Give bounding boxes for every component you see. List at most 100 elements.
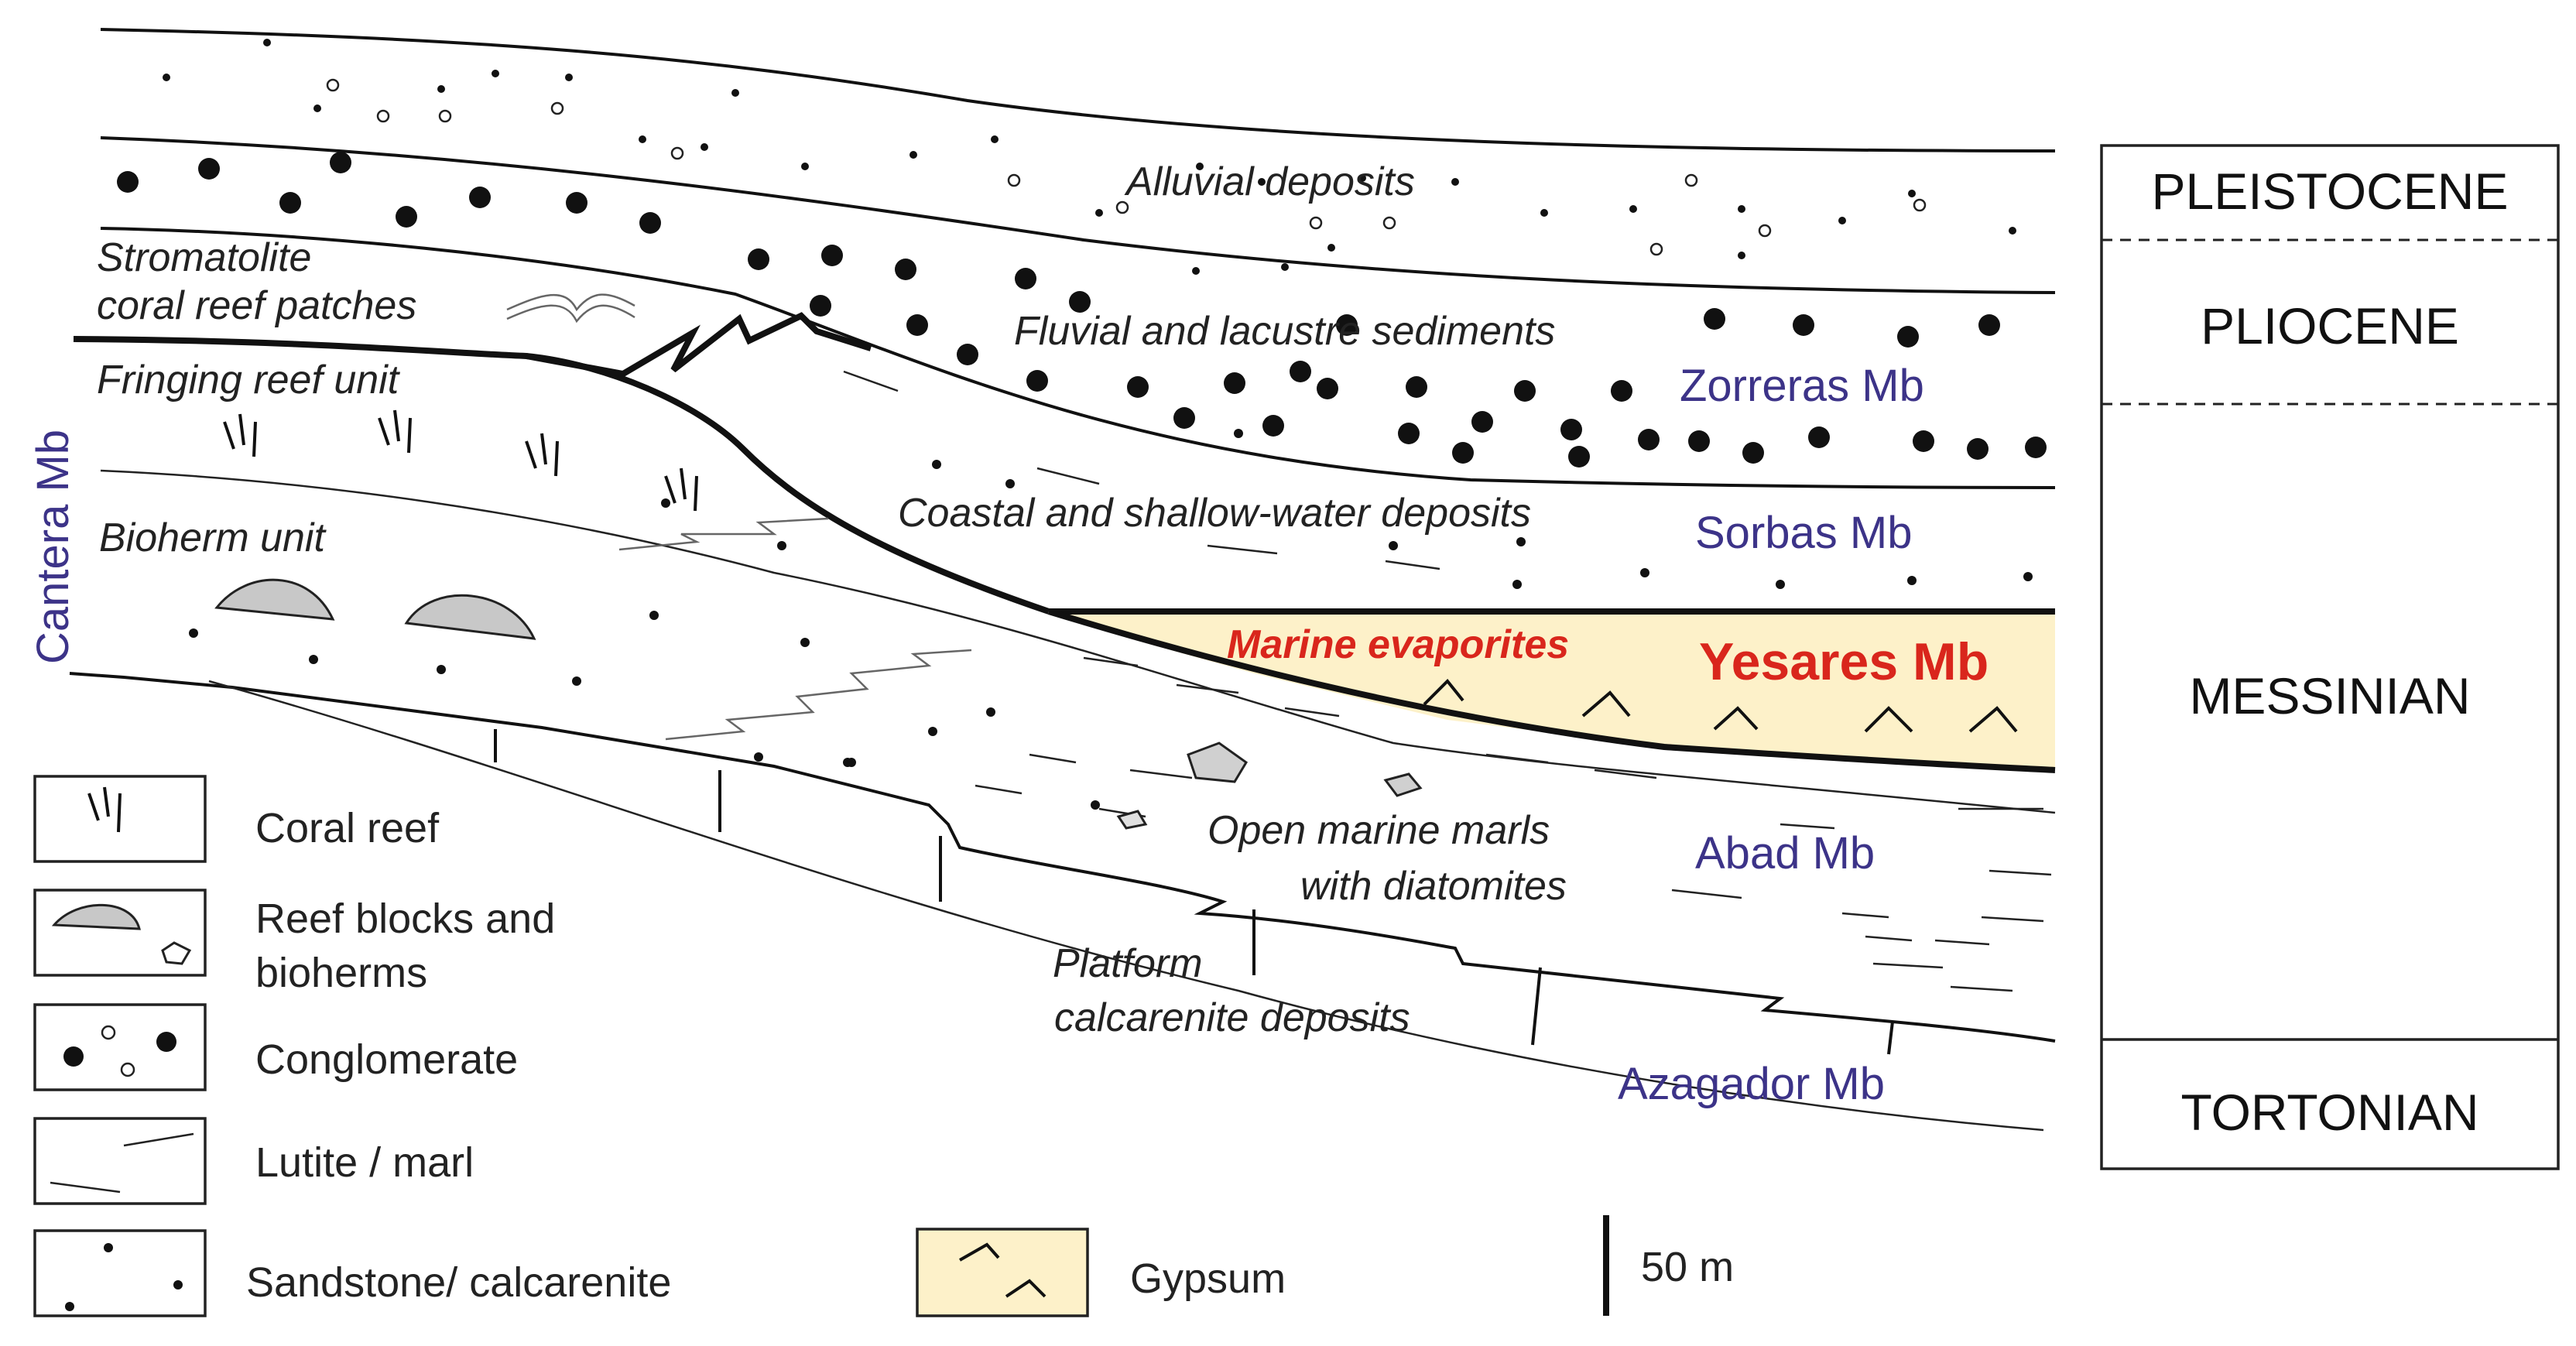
- sediment-dot: [909, 151, 917, 159]
- sediment-dot: [437, 665, 446, 674]
- stratigraphic-boundaries: [69, 28, 2056, 1132]
- legend-lutite-marl-label: Lutite / marl: [255, 1139, 474, 1186]
- coastal-shallow-water-label: Coastal and shallow-water deposits: [898, 491, 1531, 536]
- calcarenite-deposits-label: calcarenite deposits: [1054, 995, 1410, 1040]
- sediment-dot: [1389, 541, 1398, 550]
- sediment-dot: [1638, 429, 1660, 450]
- sediment-dot: [1967, 438, 1989, 460]
- onlap-zigzag-lower: [665, 649, 972, 741]
- pebble-dot: [1913, 198, 1927, 212]
- sediment-dot: [991, 135, 999, 143]
- sediment-dot: [313, 104, 321, 112]
- coral-reef-symbols: [223, 409, 698, 512]
- sediment-dot: [1897, 326, 1919, 348]
- pebble-dot: [1684, 173, 1698, 187]
- abad-member-label: Abad Mb: [1695, 828, 1875, 878]
- stage-tortonian: TORTONIAN: [2180, 1084, 2478, 1141]
- legend-gypsum-label: Gypsum: [1130, 1255, 1286, 1302]
- sediment-dot: [1234, 429, 1243, 438]
- sediment-dot: [1738, 252, 1745, 259]
- gypsum-icon: [916, 1228, 1089, 1317]
- azagador-member-label: Azagador Mb: [1618, 1059, 1885, 1109]
- stromatolite-patch-a: [506, 293, 635, 312]
- coral-reef-patches-label: coral reef patches: [97, 283, 416, 328]
- pebble-dot: [1309, 216, 1323, 230]
- lutite-marl-icon: [33, 1117, 207, 1205]
- sediment-dot: [279, 192, 301, 214]
- sediment-dot: [1978, 314, 2000, 336]
- sediment-dot: [1327, 244, 1335, 252]
- zorreras-member-label: Zorreras Mb: [1680, 361, 1924, 411]
- sediment-dot: [1514, 380, 1536, 402]
- legend-conglomerate-label: Conglomerate: [255, 1036, 518, 1083]
- sediment-dot: [800, 638, 810, 647]
- sediment-dot: [565, 74, 573, 81]
- stromatolite-zigzag: [526, 312, 872, 378]
- with-diatomites-label: with diatomites: [1300, 864, 1567, 909]
- onlap-zigzag-upper: [618, 517, 829, 551]
- pebble-dot: [1758, 224, 1772, 238]
- sediment-dot: [263, 39, 271, 46]
- stage-messinian: MESSINIAN: [2189, 667, 2470, 724]
- sediment-texture-dots: [117, 39, 2047, 810]
- sediment-dot: [117, 171, 139, 193]
- pebble-dot: [1649, 242, 1663, 256]
- sediment-dot: [821, 245, 843, 266]
- sediment-dot: [906, 314, 928, 336]
- sediment-dot: [1516, 537, 1526, 546]
- sediment-dot: [198, 158, 220, 180]
- sediment-dot: [1224, 372, 1245, 394]
- sediment-dot: [1262, 415, 1284, 437]
- sediment-dot: [492, 70, 499, 77]
- sediment-dot: [2025, 437, 2047, 458]
- bioherm-unit-label: Bioherm unit: [99, 515, 327, 560]
- sediment-dot: [1568, 446, 1590, 468]
- sediment-dot: [163, 74, 170, 81]
- sediment-dot: [1688, 430, 1710, 452]
- marine-evaporites-label: Marine evaporites: [1227, 622, 1569, 667]
- gypsum-layer: [1049, 611, 2055, 770]
- marl-bedding-marks: [843, 370, 2052, 992]
- sediment-dot: [1173, 407, 1195, 429]
- sediment-dot: [1015, 268, 1036, 289]
- sediment-dot: [1640, 568, 1649, 577]
- sediment-dot: [777, 541, 786, 550]
- sediment-dot: [396, 206, 417, 228]
- sediment-dot: [1005, 479, 1015, 488]
- stage-pliocene: PLIOCENE: [2201, 297, 2459, 354]
- stratigraphic-column: PLEISTOCENE PLIOCENE MESSINIAN TORTONIAN: [2100, 144, 2560, 1170]
- sediment-dot: [1540, 209, 1548, 217]
- sediment-dot: [748, 248, 769, 270]
- sediment-dot: [1908, 190, 1916, 197]
- sediment-dot: [1196, 163, 1204, 170]
- sediment-dot: [639, 135, 646, 143]
- gypsum-symbols: [1423, 679, 2018, 733]
- sediment-dot: [1738, 205, 1745, 213]
- sediment-dot: [1808, 426, 1830, 448]
- sediment-dot: [1742, 442, 1764, 464]
- pebble-dot: [438, 109, 452, 123]
- sediment-dot: [639, 212, 661, 234]
- pebble-dot: [550, 101, 564, 115]
- fringing-reef-unit-label: Fringing reef unit: [97, 358, 401, 402]
- sediment-dot: [1127, 376, 1149, 398]
- platform-bedding-marks: [494, 729, 1894, 1055]
- sediment-dot: [1290, 361, 1311, 382]
- sediment-dot: [1406, 376, 1427, 398]
- legend-coral-reef-label: Coral reef: [255, 805, 440, 851]
- cantera-member-label: Cantera Mb: [28, 430, 78, 664]
- sorbas-member-label: Sorbas Mb: [1695, 508, 1912, 558]
- sediment-dot: [2023, 572, 2033, 581]
- sediment-dot: [1281, 263, 1289, 271]
- sediment-dot: [1258, 178, 1266, 186]
- stage-pleistocene: PLEISTOCENE: [2152, 163, 2509, 220]
- sediment-dot: [649, 611, 659, 620]
- yesares-member-label: Yesares Mb: [1699, 632, 1989, 691]
- sediment-dot: [847, 758, 856, 767]
- sediment-dot: [1452, 442, 1474, 464]
- sediment-dot: [986, 707, 995, 717]
- open-marine-marls-label: Open marine marls: [1208, 808, 1550, 853]
- pebble-dot: [376, 109, 390, 123]
- sediment-dot: [1471, 411, 1493, 433]
